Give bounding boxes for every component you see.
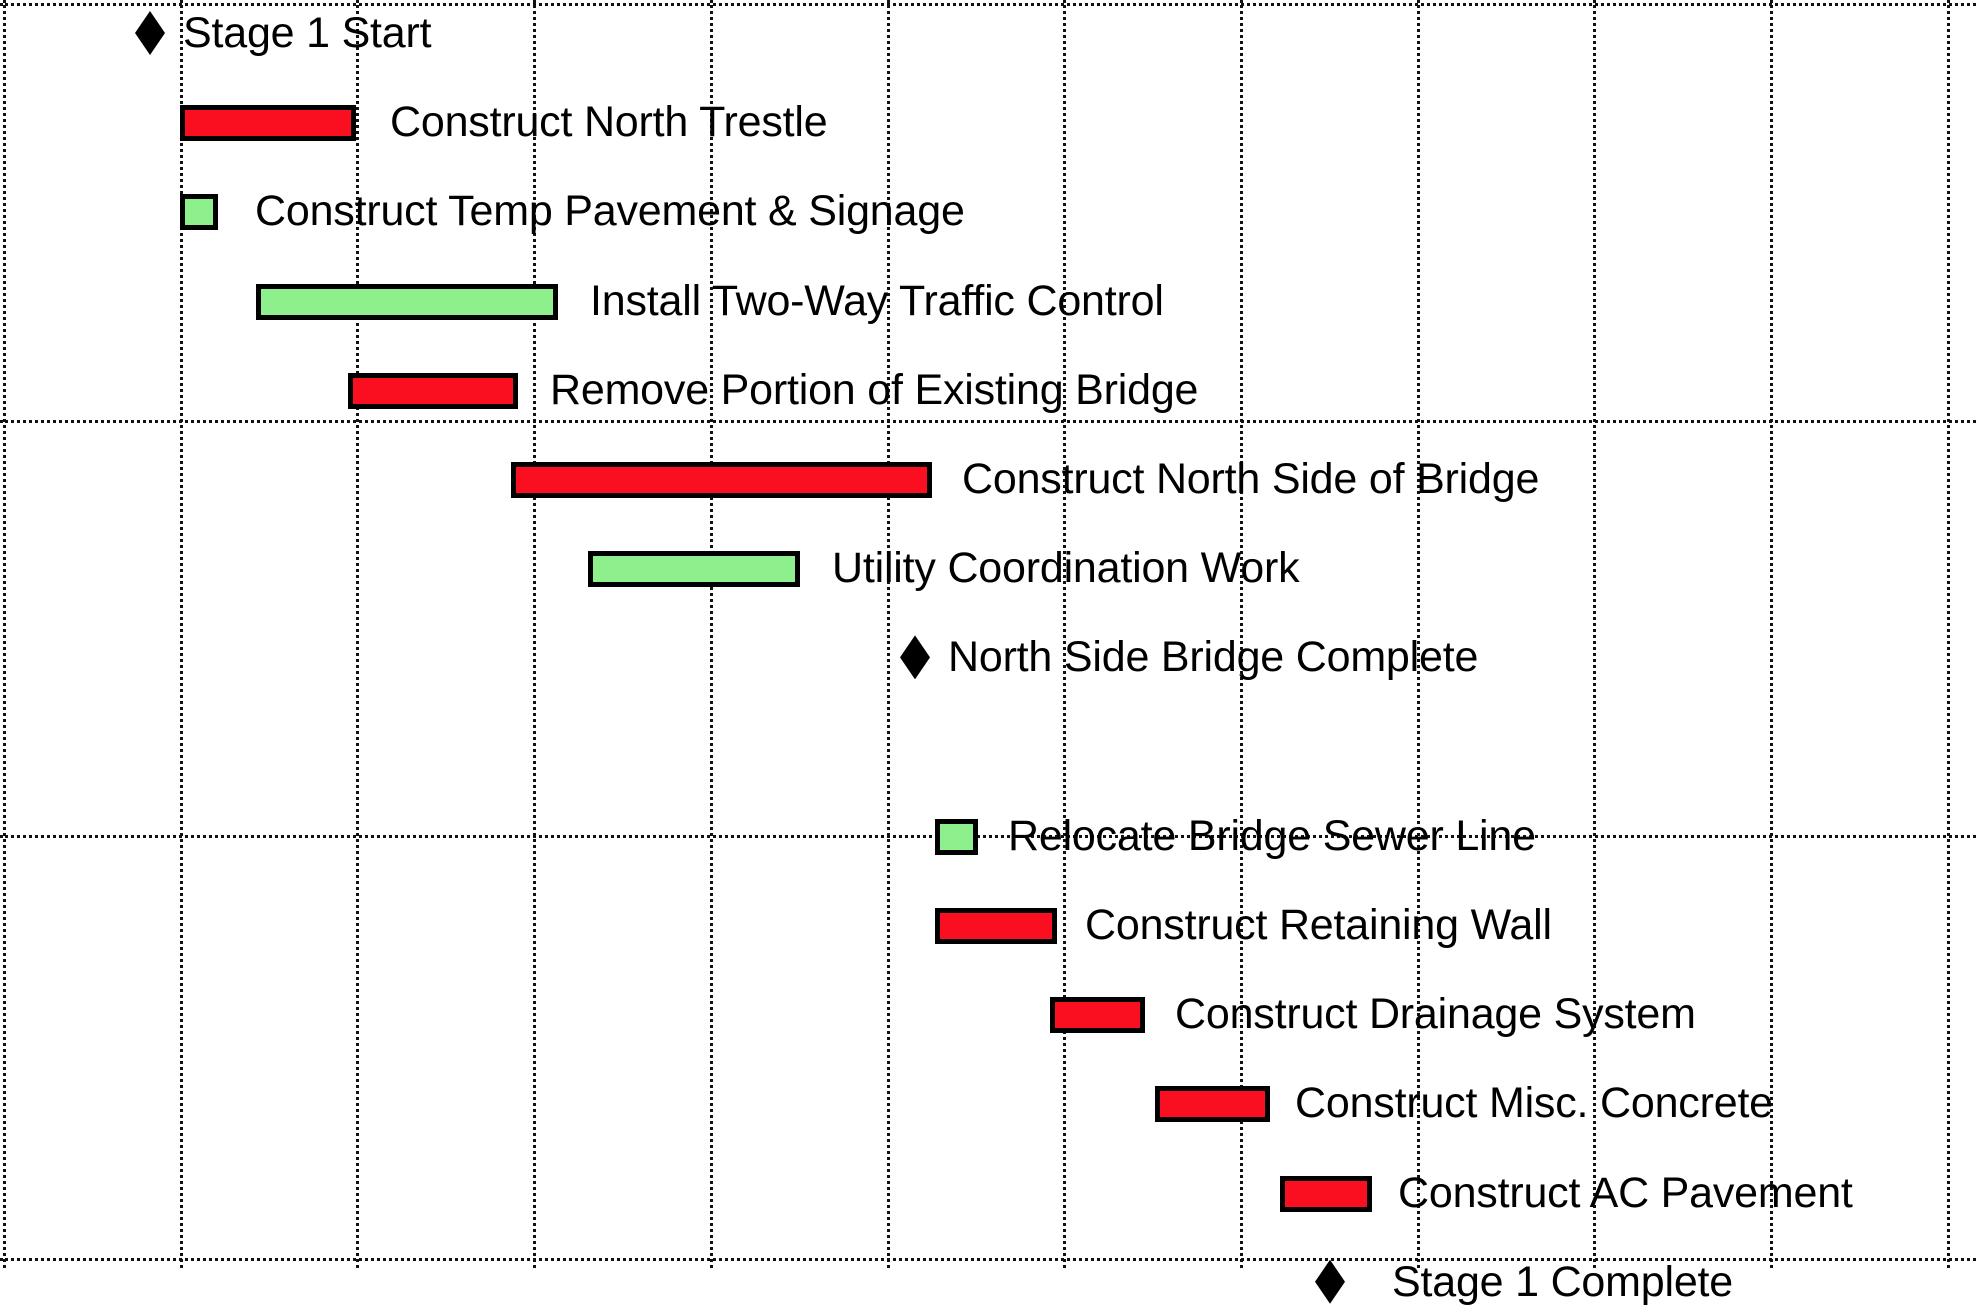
vertical-gridline-10 [1770,0,1773,1268]
task-row[interactable]: Construct North Trestle [0,91,1976,155]
task-label: North Side Bridge Complete [948,633,1479,682]
task-bar[interactable] [935,818,978,855]
task-label: Construct AC Pavement [1398,1168,1853,1217]
vertical-gridline-3 [533,0,536,1268]
milestone-diamond-icon[interactable] [127,10,173,56]
vertical-gridline-4 [710,0,713,1268]
diamond-shape [135,11,165,55]
task-bar[interactable] [348,372,518,409]
vertical-gridline-8 [1417,0,1420,1268]
task-bar[interactable] [1155,1086,1270,1123]
task-label: Utility Coordination Work [832,544,1300,593]
task-row[interactable]: Construct North Side of Bridge [0,448,1976,512]
task-row[interactable]: Construct Misc. Concrete [0,1072,1976,1136]
task-row[interactable]: Construct Temp Pavement & Signage [0,180,1976,244]
task-label: Stage 1 Start [183,9,432,57]
vertical-gridline-7 [1240,0,1243,1268]
task-label: Construct North Side of Bridge [962,455,1540,503]
task-label: Construct Drainage System [1175,990,1696,1039]
task-label: Construct Retaining Wall [1085,901,1552,949]
milestone-diamond-icon[interactable] [892,634,938,680]
vertical-gridline-6 [1063,0,1066,1268]
vertical-gridline-2 [356,0,359,1268]
vertical-gridline-5 [887,0,890,1268]
task-bar[interactable] [180,105,356,142]
task-label: Install Two-Way Traffic Control [590,276,1164,325]
task-row[interactable]: Remove Portion of Existing Bridge [0,359,1976,423]
diamond-shape [900,635,930,680]
task-row[interactable]: Stage 1 Start [0,2,1976,66]
task-row[interactable]: Construct Retaining Wall [0,894,1976,958]
task-row[interactable]: Construct Drainage System [0,983,1976,1047]
task-bar[interactable] [935,908,1057,944]
horizontal-gridline-1 [0,420,1976,423]
task-bar[interactable] [511,462,932,498]
task-label: Construct North Trestle [390,98,828,147]
horizontal-gridline-3 [0,1258,1976,1261]
task-row[interactable]: North Side Bridge Complete [0,626,1976,690]
horizontal-gridline-0 [0,3,1976,6]
diamond-shape [1315,1259,1345,1304]
task-label: Remove Portion of Existing Bridge [550,365,1199,414]
task-row[interactable]: Stage 1 Complete [0,1251,1976,1315]
vertical-gridline-1 [180,0,183,1268]
vertical-gridline-11 [1947,0,1950,1268]
task-row[interactable]: Install Two-Way Traffic Control [0,270,1976,334]
milestone-diamond-icon[interactable] [1307,1259,1353,1305]
task-row[interactable]: Utility Coordination Work [0,537,1976,601]
task-bar[interactable] [256,283,558,320]
vertical-gridline-0 [3,0,6,1268]
task-label: Relocate Bridge Sewer Line [1008,811,1536,860]
vertical-gridline-9 [1593,0,1596,1268]
task-bar[interactable] [588,551,800,588]
task-label: Stage 1 Complete [1392,1257,1734,1306]
task-label: Construct Temp Pavement & Signage [255,187,965,236]
horizontal-gridline-2 [0,835,1976,838]
task-label: Construct Misc. Concrete [1295,1079,1773,1128]
task-row[interactable]: Construct AC Pavement [0,1162,1976,1226]
task-bar[interactable] [180,194,218,231]
task-bar[interactable] [1050,997,1145,1034]
task-bar[interactable] [1280,1175,1372,1212]
task-row[interactable]: Relocate Bridge Sewer Line [0,805,1976,869]
